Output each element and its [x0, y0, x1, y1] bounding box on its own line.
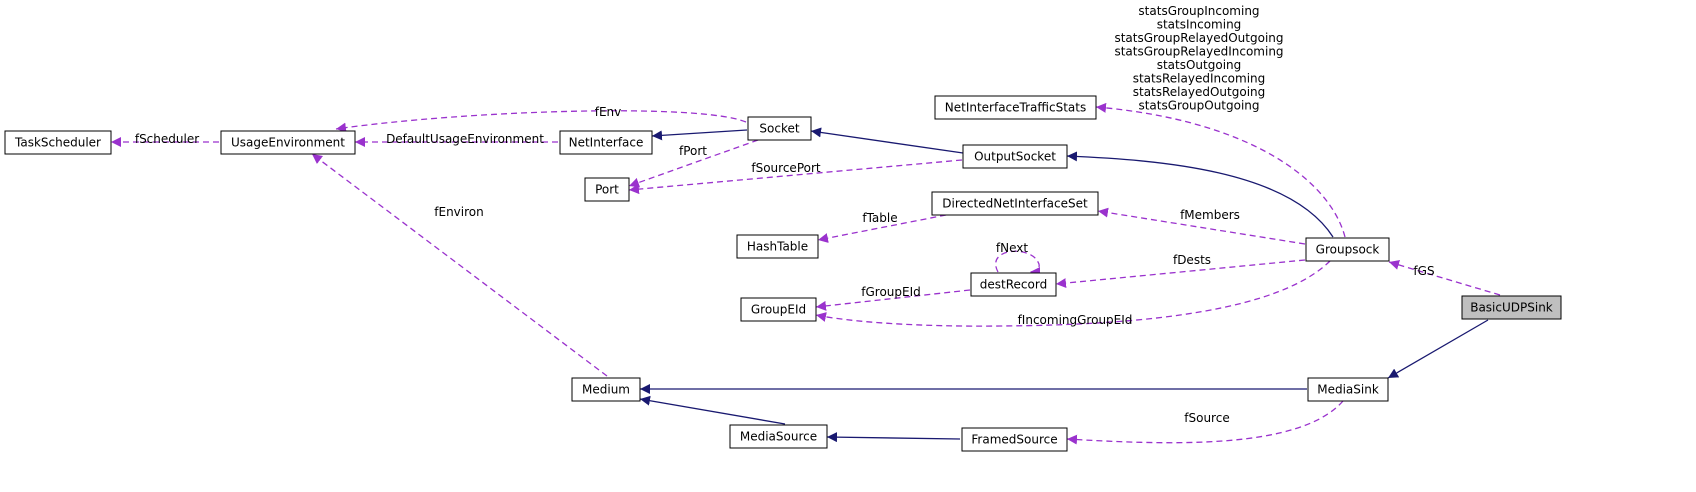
node-box [1461, 295, 1562, 320]
edge-label-fport: fPort [679, 144, 707, 158]
node-directednetinterfaceset[interactable]: DirectedNetInterfaceSet [931, 191, 1099, 216]
node-box [1307, 377, 1389, 402]
edge-fsourceport [628, 159, 963, 195]
edge-inh-outputsocket-socket [810, 127, 964, 154]
node-box [747, 116, 812, 141]
edge-inh-socket-netinterface [651, 129, 748, 141]
node-box [571, 377, 641, 402]
edge-label-fsource: fSource [1184, 411, 1229, 425]
edge-label-fmembers: fMembers [1180, 208, 1240, 222]
node-label: Port [595, 183, 619, 197]
node-label: NetInterfaceTrafficStats [945, 101, 1086, 115]
node-box [931, 191, 1099, 216]
node-taskscheduler[interactable]: TaskScheduler [4, 130, 112, 155]
node-socket[interactable]: Socket [747, 116, 812, 141]
node-box [961, 427, 1068, 452]
edge-label-fincominggroupeid: fIncomingGroupEId [1018, 313, 1133, 327]
edge-label-defaultusageenvironment: DefaultUsageEnvironment [386, 132, 544, 146]
node-basicudpsink[interactable]: BasicUDPSink [1461, 295, 1562, 320]
node-box [729, 424, 828, 449]
node-usageenvironment[interactable]: UsageEnvironment [220, 130, 356, 155]
node-label: destRecord [980, 278, 1047, 292]
node-mediasink[interactable]: MediaSink [1307, 377, 1389, 402]
node-netinterface[interactable]: NetInterface [559, 130, 653, 155]
node-port[interactable]: Port [584, 177, 630, 202]
edge-fenv [335, 110, 747, 133]
node-box [584, 177, 630, 202]
edge-label-fgroupeid: fGroupEId [861, 285, 921, 299]
node-box [220, 130, 356, 155]
edge-fsource [1066, 400, 1344, 445]
node-box [4, 130, 112, 155]
node-medium[interactable]: Medium [571, 377, 641, 402]
node-label: NetInterface [569, 136, 644, 150]
node-box [559, 130, 653, 155]
edge-fgs [1388, 260, 1501, 296]
node-label: BasicUDPSink [1470, 301, 1553, 315]
node-label: Medium [582, 383, 630, 397]
node-framedsource[interactable]: FramedSource [961, 427, 1068, 452]
node-label: TaskScheduler [14, 136, 101, 150]
edge-label-fenviron: fEnviron [434, 205, 483, 219]
edge-inh-basicudpsink-mediasink [1387, 319, 1489, 379]
node-label: FramedSource [971, 433, 1057, 447]
edge-inh-framedsource-mediasource [826, 432, 961, 443]
node-label: HashTable [747, 240, 808, 254]
node-outputsocket[interactable]: OutputSocket [962, 144, 1068, 169]
edge-label-fgs: fGS [1413, 264, 1434, 278]
node-destrecord[interactable]: destRecord [970, 272, 1057, 297]
node-netinterfacetrafficstats[interactable]: NetInterfaceTrafficStats [934, 95, 1097, 120]
node-hashtable[interactable]: HashTable [736, 234, 819, 259]
edge-stats [1095, 102, 1346, 238]
node-box [1305, 237, 1390, 262]
node-label: UsageEnvironment [231, 136, 345, 150]
edge-label-fdests: fDests [1173, 253, 1211, 267]
edge-inh-mediasource-medium [639, 395, 786, 425]
edge-ftable [817, 214, 947, 243]
edge-label-fscheduler: fScheduler [135, 132, 199, 146]
edge-fdests [1055, 259, 1306, 289]
edge-fincominggroupeid [815, 260, 1331, 327]
node-box [740, 297, 817, 322]
edge-label-fsourceport: fSourcePort [751, 161, 821, 175]
node-box [970, 272, 1057, 297]
node-box [934, 95, 1097, 120]
node-label: OutputSocket [974, 150, 1056, 164]
node-label: MediaSink [1317, 383, 1379, 397]
edge-label-ftable: fTable [862, 211, 897, 225]
edge-fenviron [311, 153, 608, 377]
node-label: GroupEId [751, 303, 806, 317]
edge-fnext [995, 250, 1041, 277]
edge-fgroupeid [815, 289, 971, 311]
node-label: Socket [759, 122, 799, 136]
node-mediasource[interactable]: MediaSource [729, 424, 828, 449]
edge-fmembers [1097, 207, 1306, 245]
node-box [736, 234, 819, 259]
edge-label-fnext: fNext [996, 241, 1028, 255]
node-label: MediaSource [740, 430, 817, 444]
node-box [962, 144, 1068, 169]
edge-inh-groupsock-outputsocket [1066, 151, 1334, 238]
edge-fport [628, 139, 759, 188]
node-label: Groupsock [1316, 243, 1380, 257]
node-label: DirectedNetInterfaceSet [942, 197, 1088, 211]
node-groupsock[interactable]: Groupsock [1305, 237, 1390, 262]
node-groupeid[interactable]: GroupEId [740, 297, 817, 322]
edge-label-fenv: fEnv [595, 105, 622, 119]
